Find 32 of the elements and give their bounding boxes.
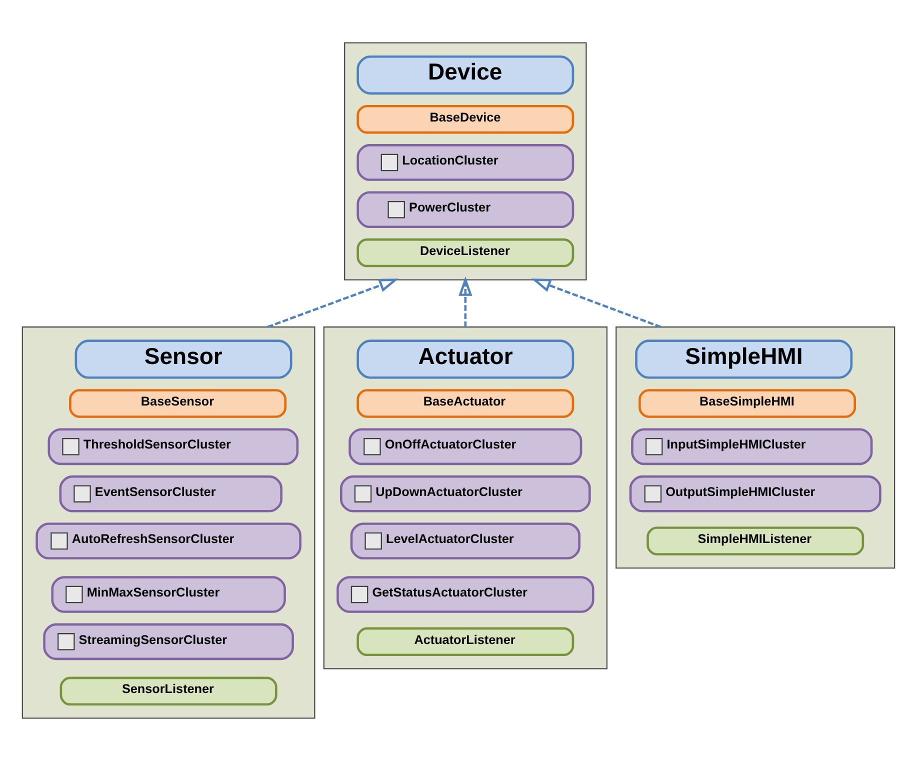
node-box: GetStatusActuatorCluster: [336, 576, 594, 612]
arrow: [458, 276, 472, 326]
node-box: BaseActuator: [356, 388, 574, 418]
cluster: [344, 42, 587, 280]
node-box: ThresholdSensorCluster: [48, 428, 299, 465]
node-box: PowerCluster: [356, 190, 574, 228]
node-box: MinMaxSensorCluster: [51, 576, 286, 612]
node-box: ActuatorListener: [356, 626, 574, 656]
node-box: InputSimpleHMICluster: [631, 428, 873, 465]
node-box: Actuator: [356, 339, 574, 378]
node-box: BaseSimpleHMI: [638, 388, 856, 418]
node-box: SimpleHMI: [635, 339, 853, 378]
arrow: [267, 278, 399, 328]
node-box: StreamingSensorCluster: [43, 622, 294, 660]
node-box: Device: [356, 54, 574, 94]
node-box: Sensor: [74, 339, 292, 378]
cluster: [616, 326, 896, 568]
node-box: DeviceListener: [356, 238, 574, 267]
node-box: BaseSensor: [69, 388, 286, 418]
node-box: SimpleHMIListener: [646, 526, 864, 555]
node-box: OnOffActuatorCluster: [348, 428, 582, 465]
node-box: OutputSimpleHMICluster: [629, 474, 882, 512]
node-box: BaseDevice: [356, 104, 574, 134]
node-box: LocationCluster: [356, 144, 574, 180]
node-box: LevelActuatorCluster: [350, 522, 580, 559]
cluster: [323, 326, 608, 669]
node-box: UpDownActuatorCluster: [340, 474, 591, 512]
cluster: [22, 326, 316, 718]
arrow: [531, 278, 662, 328]
node-box: EventSensorCluster: [59, 474, 282, 512]
node-box: SensorListener: [60, 676, 278, 706]
node-box: AutoRefreshSensorCluster: [36, 522, 302, 559]
